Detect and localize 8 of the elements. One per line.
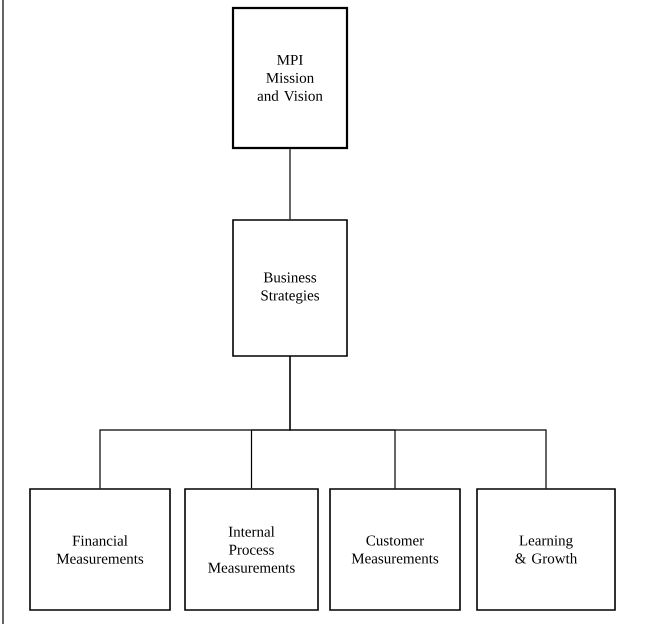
box: Customer Measurements — [329, 488, 461, 611]
box: Business Strategies — [232, 219, 348, 357]
box: Learning & Growth — [476, 488, 616, 611]
connector — [289, 149, 291, 220]
box: MPI Mission and Vision — [232, 6, 348, 150]
box: Financial Measurements — [29, 488, 171, 611]
connector — [289, 356, 547, 488]
box: Internal Process Measurements — [184, 488, 319, 611]
